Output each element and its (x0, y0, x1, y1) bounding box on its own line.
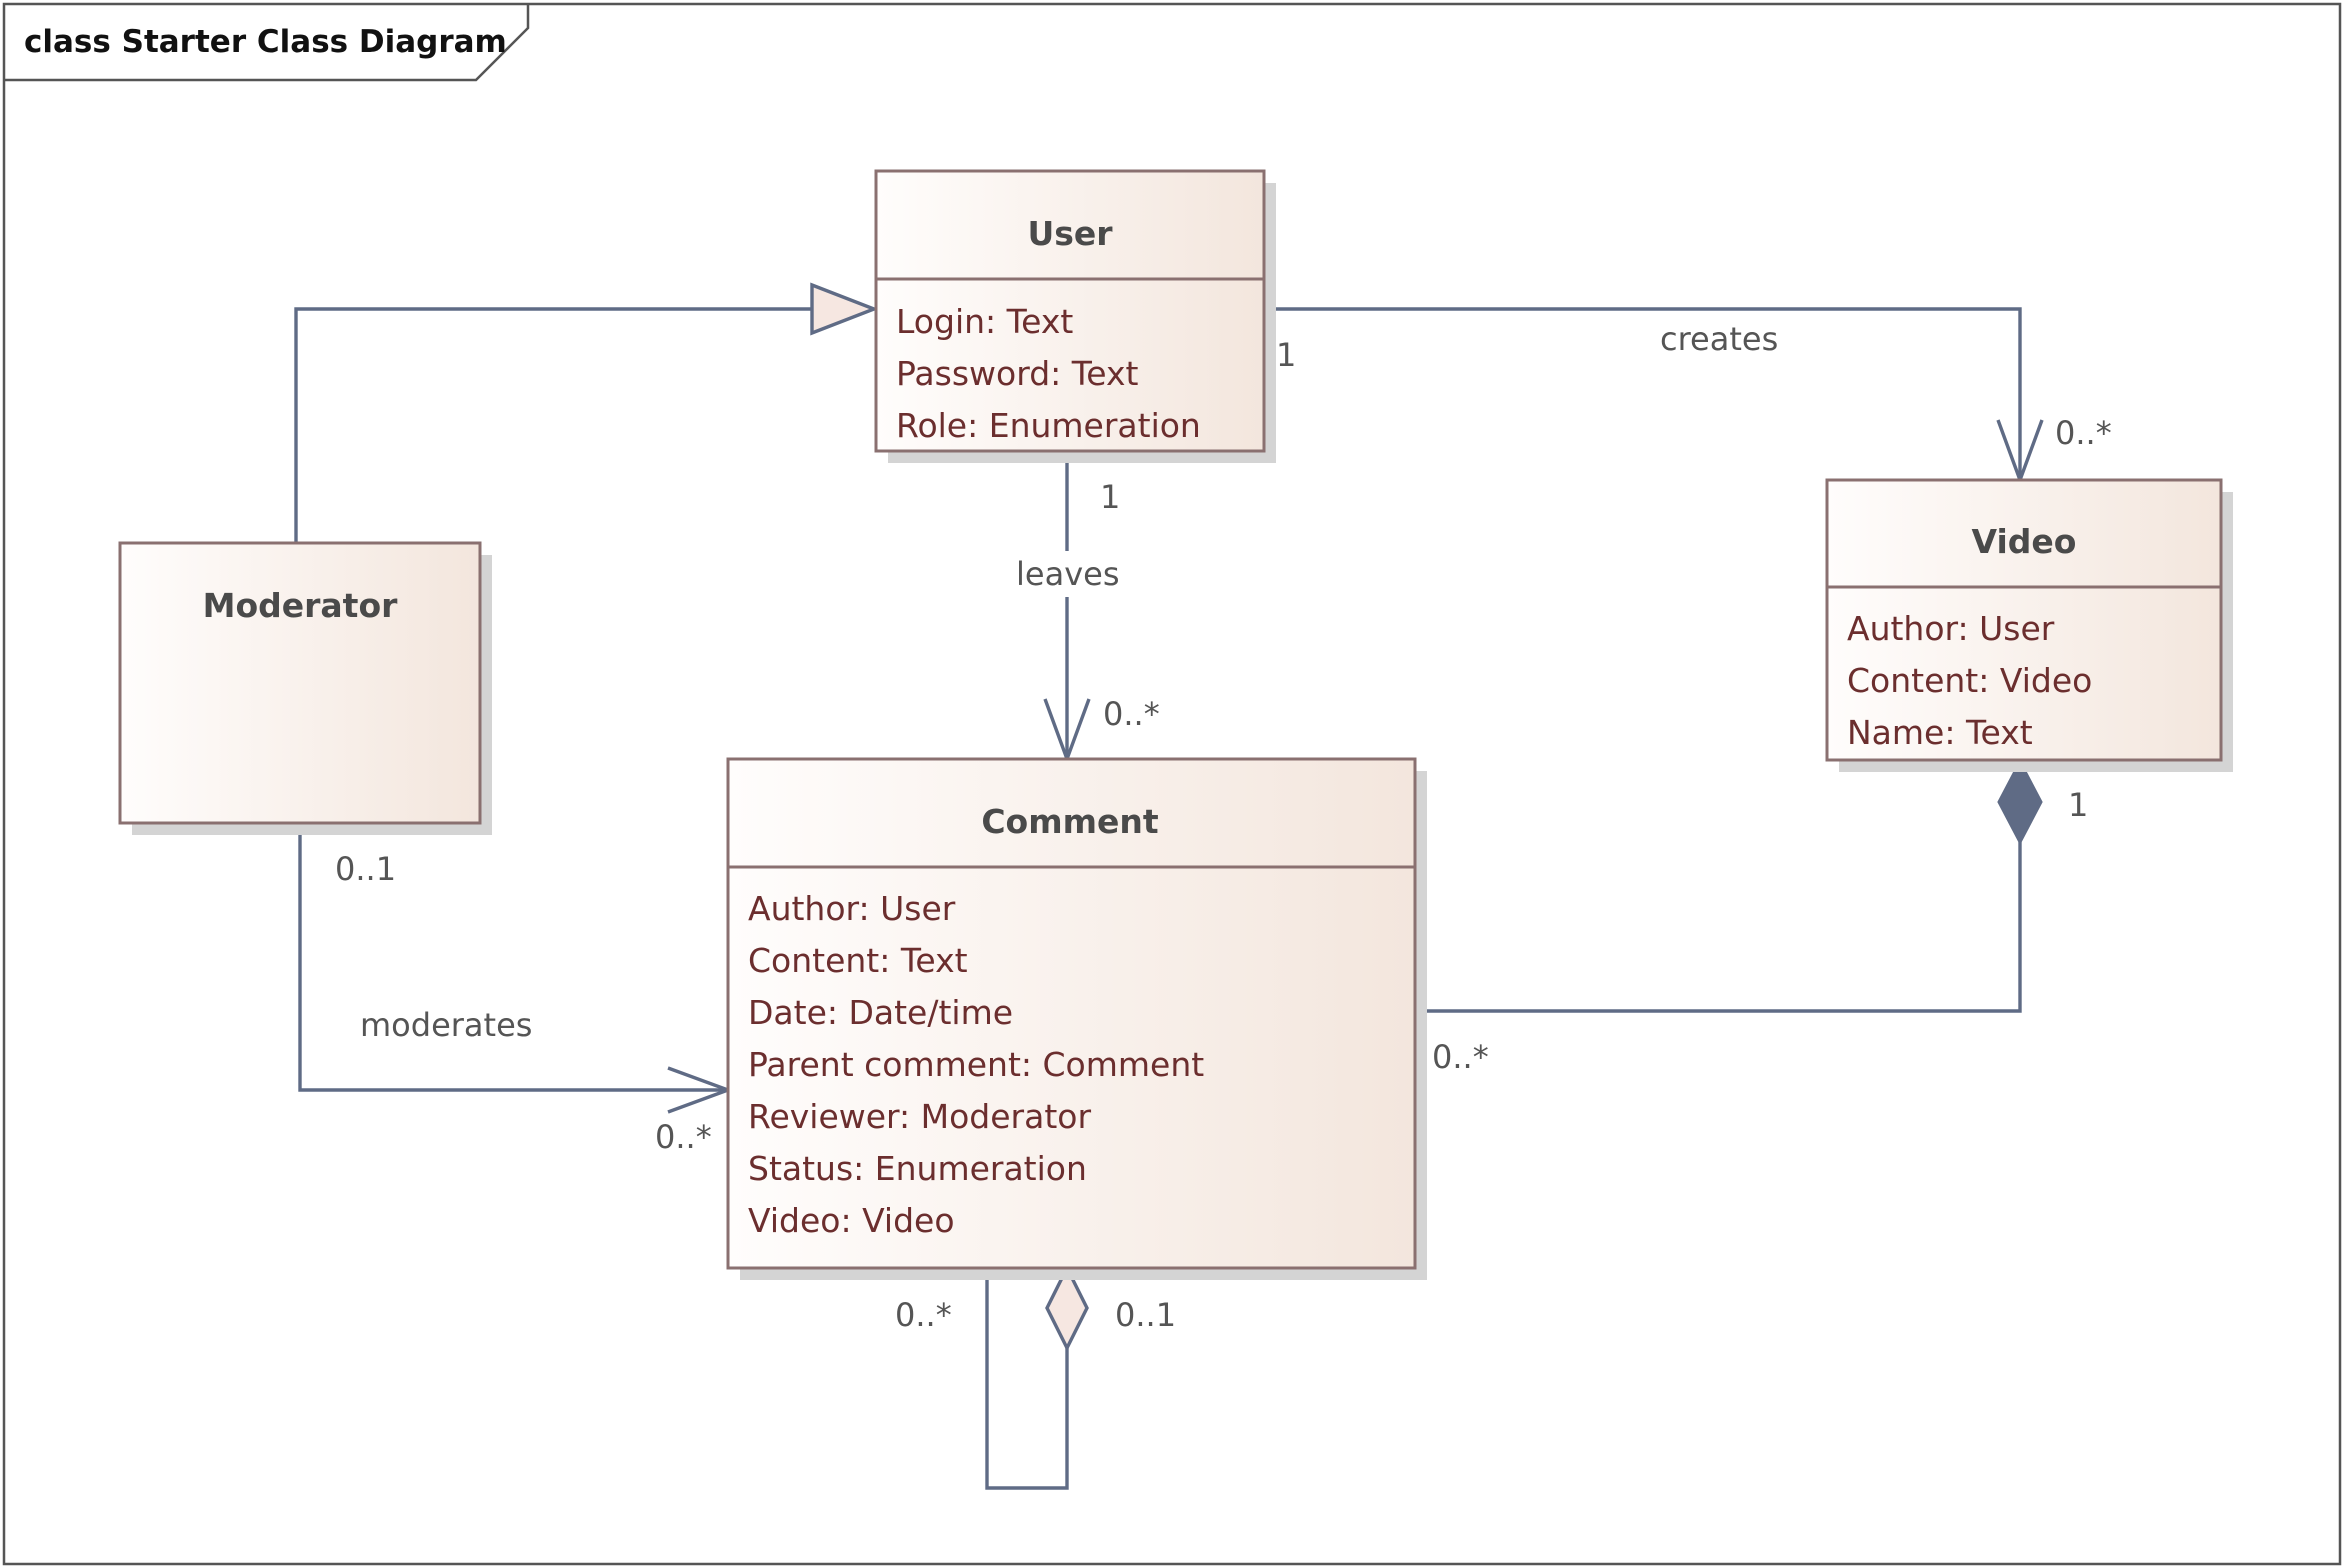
class-comment-attribute: Video: Video (748, 1201, 955, 1240)
frame-title: class Starter Class Diagram (24, 24, 507, 60)
class-comment[interactable]: Comment Author: User Content: Text Date:… (726, 757, 1427, 1280)
composition-diamond (1997, 758, 2043, 846)
class-comment-attribute: Reviewer: Moderator (748, 1097, 1091, 1136)
association-creates[interactable]: creates 1 0..* (1264, 307, 2112, 485)
composition-video-comment[interactable]: 1 0..* (1415, 758, 2088, 1076)
creates-target-multiplicity: 0..* (2055, 414, 2112, 452)
leaves-source-multiplicity: 1 (1100, 478, 1120, 516)
class-user-attribute: Password: Text (896, 354, 1139, 393)
leaves-target-multiplicity: 0..* (1103, 695, 1160, 733)
moderates-label: moderates (360, 1006, 532, 1044)
aggregation-diamond (1045, 1264, 1089, 1352)
class-video-attribute: Author: User (1847, 609, 2055, 648)
self-aggregation-whole-multiplicity: 0..1 (1115, 1296, 1176, 1334)
class-moderator-name: Moderator (203, 586, 399, 625)
class-comment-attribute: Author: User (748, 889, 956, 928)
association-moderates[interactable]: moderates 0..1 0..* (298, 823, 733, 1156)
creates-label: creates (1660, 320, 1778, 358)
class-comment-attribute: Content: Text (748, 941, 968, 980)
self-aggregation-comment[interactable]: 0..* 0..1 (895, 1264, 1176, 1490)
generalization-moderator-user[interactable] (294, 282, 879, 543)
class-moderator[interactable]: Moderator (118, 541, 492, 835)
moderates-target-multiplicity: 0..* (655, 1118, 712, 1156)
class-video-attribute: Name: Text (1847, 713, 2033, 752)
class-video-attribute: Content: Video (1847, 661, 2092, 700)
generalization-arrowhead (810, 282, 879, 336)
association-leaves[interactable]: leaves 1 0..* (1010, 450, 1160, 764)
class-comment-name: Comment (981, 802, 1159, 841)
class-comment-attribute: Parent comment: Comment (748, 1045, 1204, 1084)
class-comment-attribute: Status: Enumeration (748, 1149, 1087, 1188)
frame-title-tab (4, 4, 530, 82)
class-comment-attribute: Date: Date/time (748, 993, 1013, 1032)
creates-source-multiplicity: 1 (1276, 336, 1296, 374)
composition-part-multiplicity: 0..* (1432, 1038, 1489, 1076)
composition-whole-multiplicity: 1 (2068, 786, 2088, 824)
class-video[interactable]: Video Author: User Content: Video Name: … (1825, 478, 2233, 772)
leaves-label: leaves (1016, 555, 1119, 593)
class-user-attribute: Login: Text (896, 302, 1073, 341)
moderates-source-multiplicity: 0..1 (335, 850, 396, 888)
class-user-name: User (1027, 214, 1113, 253)
class-video-name: Video (1972, 522, 2077, 561)
class-user[interactable]: User Login: Text Password: Text Role: En… (874, 169, 1276, 463)
class-user-attribute: Role: Enumeration (896, 406, 1201, 445)
self-aggregation-part-multiplicity: 0..* (895, 1296, 952, 1334)
